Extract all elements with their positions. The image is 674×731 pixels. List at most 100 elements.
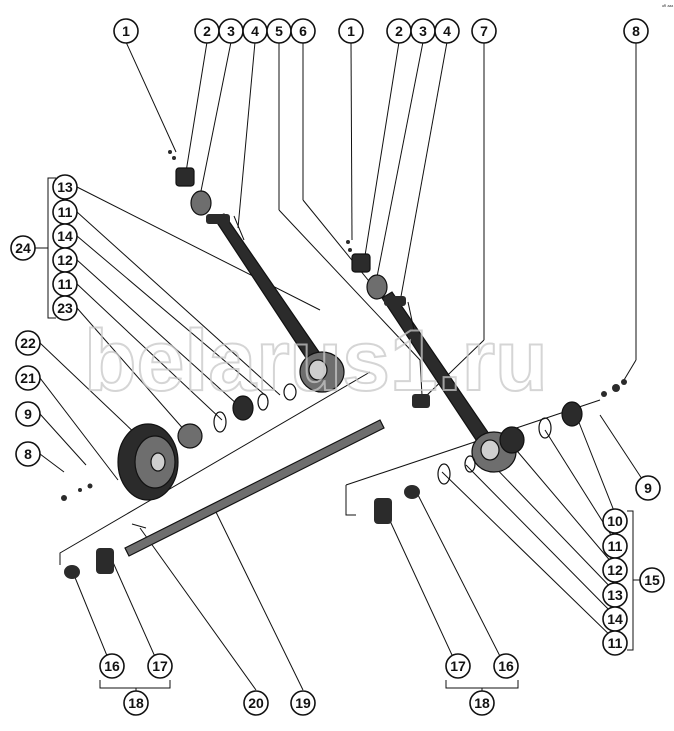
svg-text:15: 15	[644, 572, 660, 588]
callout-11a: 11	[52, 199, 78, 225]
main-shaft-19	[124, 419, 385, 557]
shaft-bracket-7	[412, 394, 430, 408]
svg-text:9: 9	[24, 406, 32, 422]
svg-text:11: 11	[608, 538, 623, 554]
svg-text:24: 24	[15, 240, 31, 256]
svg-text:12: 12	[57, 252, 73, 268]
callout-1b: 1	[338, 18, 364, 44]
watermark: belarus1.ru	[84, 313, 548, 409]
svg-text:16: 16	[104, 658, 120, 674]
hub-23	[177, 423, 203, 449]
callout-9a: 9	[15, 401, 41, 427]
svg-text:11: 11	[58, 204, 73, 220]
right-bearing-13	[499, 426, 525, 454]
right-hub-10	[561, 401, 583, 427]
callout-12a: 12	[52, 247, 78, 273]
svg-text:20: 20	[248, 695, 264, 711]
callout-3a: 3	[218, 18, 244, 44]
leader-lines	[34, 41, 649, 692]
right-clamp-4	[384, 296, 406, 306]
callout-18a: 18	[123, 690, 149, 716]
svg-text:3: 3	[419, 23, 427, 39]
svg-text:17: 17	[450, 658, 466, 674]
callout-4a: 4	[242, 18, 268, 44]
parts	[61, 150, 627, 579]
callout-21: 21	[15, 365, 41, 391]
callout-11c: 11	[602, 533, 628, 559]
callout-2a: 2	[194, 18, 220, 44]
corner-mark: ᵃᴿ ᵃᵃᵃ	[662, 4, 673, 10]
svg-text:13: 13	[607, 587, 623, 603]
svg-text:13: 13	[57, 179, 73, 195]
svg-text:2: 2	[395, 23, 403, 39]
callout-17b: 17	[445, 653, 471, 679]
right-housing-17	[374, 498, 392, 524]
svg-text:23: 23	[57, 300, 73, 316]
callout-10: 10	[602, 508, 628, 534]
callout-12b: 12	[602, 557, 628, 583]
callout-6: 6	[290, 18, 316, 44]
callout-4b: 4	[434, 18, 460, 44]
callout-8a: 8	[623, 18, 649, 44]
svg-text:14: 14	[57, 228, 73, 244]
svg-text:4: 4	[251, 23, 259, 39]
svg-text:18: 18	[474, 695, 490, 711]
right-bracket-2	[351, 253, 371, 273]
callout-15: 15	[639, 567, 665, 593]
callout-9b: 9	[635, 475, 661, 501]
callout-18b: 18	[469, 690, 495, 716]
callout-16b: 16	[493, 653, 519, 679]
svg-text:4: 4	[443, 23, 451, 39]
callout-3b: 3	[410, 18, 436, 44]
svg-text:8: 8	[24, 446, 32, 462]
callout-14b: 14	[602, 606, 628, 632]
svg-text:1: 1	[347, 23, 355, 39]
svg-text:11: 11	[608, 635, 623, 651]
svg-text:19: 19	[295, 695, 311, 711]
svg-text:22: 22	[20, 335, 36, 351]
callout-7: 7	[471, 18, 497, 44]
callout-11d: 11	[602, 630, 628, 656]
left-bearing-16	[64, 565, 80, 579]
callout-5: 5	[266, 18, 292, 44]
callout-8b: 8	[15, 441, 41, 467]
callout-20: 20	[243, 690, 269, 716]
callout-13a: 13	[52, 174, 78, 200]
left-clamp-4	[206, 214, 230, 224]
left-bracket-2	[175, 167, 195, 187]
callout-1a: 1	[113, 18, 139, 44]
callout-24: 24	[10, 235, 36, 261]
svg-text:17: 17	[152, 658, 168, 674]
svg-text:16: 16	[498, 658, 514, 674]
svg-text:12: 12	[607, 562, 623, 578]
svg-text:2: 2	[203, 23, 211, 39]
callout-22: 22	[15, 330, 41, 356]
callout-19: 19	[290, 690, 316, 716]
svg-text:1: 1	[122, 23, 130, 39]
right-bushing-3	[366, 274, 388, 300]
svg-text:9: 9	[644, 480, 652, 496]
callout-2b: 2	[386, 18, 412, 44]
svg-text:3: 3	[227, 23, 235, 39]
left-housing-17	[96, 548, 114, 574]
svg-text:10: 10	[607, 513, 623, 529]
left-bearing-13	[232, 395, 254, 421]
svg-text:7: 7	[480, 23, 488, 39]
callout-16a: 16	[99, 653, 125, 679]
svg-text:8: 8	[632, 23, 640, 39]
svg-text:21: 21	[20, 370, 36, 386]
right-bearing-16	[404, 485, 420, 499]
callout-14a: 14	[52, 223, 78, 249]
callouts: 1 2 3 4 5 6 1 2 3 4 7 8 13 11 24 14 12 1…	[10, 18, 665, 716]
callout-17a: 17	[147, 653, 173, 679]
svg-text:6: 6	[299, 23, 307, 39]
left-bushing-3	[190, 190, 212, 216]
callout-23: 23	[52, 295, 78, 321]
svg-text:11: 11	[58, 276, 73, 292]
callout-13b: 13	[602, 582, 628, 608]
svg-text:5: 5	[275, 23, 283, 39]
svg-text:18: 18	[128, 695, 144, 711]
svg-text:14: 14	[607, 611, 623, 627]
callout-11b: 11	[52, 271, 78, 297]
